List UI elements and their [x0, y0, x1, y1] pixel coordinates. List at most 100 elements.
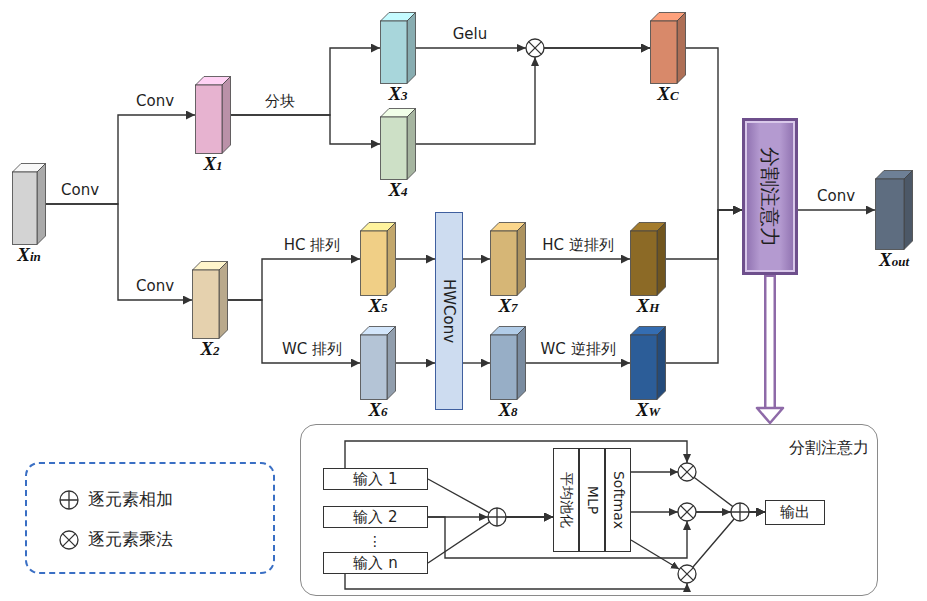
feature-map: X3	[380, 12, 416, 106]
weight-line	[631, 540, 679, 569]
feature-map-label: X4	[380, 180, 416, 202]
feature-map-slab	[490, 222, 526, 296]
connector	[416, 48, 650, 144]
box-label: 输出	[780, 504, 810, 521]
multiply-symbol	[678, 463, 696, 481]
connector	[228, 300, 360, 363]
connector	[231, 48, 380, 115]
slab-side	[219, 262, 228, 339]
slab-front	[631, 231, 658, 296]
connector-group	[666, 210, 742, 259]
feature-map: Xin	[12, 163, 46, 267]
feature-map: XC	[650, 12, 686, 106]
symbol-circle	[526, 39, 544, 57]
symbol-circle	[60, 491, 78, 509]
feature-map-label: X7	[490, 296, 526, 318]
connector-group	[463, 259, 490, 260]
connector	[798, 209, 875, 210]
connector	[666, 210, 742, 259]
slab-front	[381, 21, 408, 84]
arrow-head	[683, 454, 691, 463]
symbol-cross	[681, 506, 694, 519]
legend-frame	[25, 462, 275, 574]
conv-block: HWConv	[435, 212, 463, 410]
feature-map-label: Xout	[875, 250, 913, 272]
connector	[396, 258, 435, 259]
symbol-cross	[681, 466, 694, 479]
arrow-head	[669, 508, 678, 516]
slab-side	[657, 223, 666, 296]
connector	[396, 362, 435, 363]
legend-swatch	[58, 489, 80, 511]
feature-map-label: Xin	[12, 245, 46, 267]
slab-side	[387, 223, 396, 296]
input-box: 输入 1	[323, 468, 428, 490]
slab-side	[677, 13, 686, 84]
block-label: Softmax	[610, 471, 625, 529]
operation-label: Conv	[59, 181, 101, 199]
symbol-circle	[678, 503, 696, 521]
slab-side	[387, 327, 396, 400]
detail-panel: 分割注意力输入 1输入 2输入 n平均池化MLPSoftmax输出	[300, 424, 878, 596]
feature-map: X7	[490, 222, 526, 318]
add-symbol	[488, 508, 506, 526]
arrow-head	[722, 508, 731, 516]
legend-swatch	[58, 529, 80, 551]
multiply-symbol	[678, 565, 696, 583]
symbol-circle	[488, 508, 506, 526]
weight-line	[631, 471, 678, 472]
symbol-circle	[731, 503, 749, 521]
connector	[526, 258, 630, 259]
feature-map-slab	[12, 163, 46, 245]
connector	[46, 204, 192, 300]
arrow-head	[531, 57, 539, 66]
connector-group	[463, 363, 490, 364]
legend-item: 逐元素乘法	[58, 528, 173, 551]
feature-map: X8	[490, 326, 526, 422]
connector-group	[666, 210, 742, 363]
operation-label: HC 排列	[282, 236, 343, 254]
block-label: HWConv	[441, 279, 458, 343]
feature-map-slab	[650, 12, 686, 84]
operation-label: HC 逆排列	[540, 236, 616, 254]
connector	[686, 48, 742, 210]
connector-group	[231, 115, 380, 144]
feature-map-slab	[630, 222, 666, 296]
slab-side	[657, 327, 666, 400]
symbol-cross	[63, 533, 76, 546]
input-box: 输入 2	[323, 506, 428, 528]
connector-group	[231, 48, 380, 115]
slab-front	[491, 335, 518, 400]
multiply-symbol	[526, 39, 544, 57]
legend-text: 逐元素乘法	[88, 528, 173, 551]
operation-label: ⋮	[366, 532, 384, 550]
softmax-block: Softmax	[605, 448, 631, 552]
slab-front	[381, 117, 408, 180]
arrow-head	[517, 44, 526, 52]
symbol-plus	[731, 503, 749, 521]
hollow-arrow-head	[757, 408, 783, 423]
slab-side	[37, 164, 46, 245]
feature-map: X5	[360, 222, 396, 318]
feature-map-slab	[195, 76, 231, 154]
attention-block: 分割注意力	[742, 118, 798, 275]
slab-front	[361, 335, 388, 400]
slab-front	[196, 85, 223, 154]
connector-group	[228, 300, 360, 363]
connector-group	[396, 259, 435, 260]
connector-group	[757, 275, 783, 423]
feature-map: Xout	[875, 170, 913, 272]
slab-front	[361, 231, 388, 296]
feature-map-slab	[380, 108, 416, 180]
slab-front	[876, 179, 905, 250]
feature-map: X2	[192, 261, 228, 361]
slab-side	[407, 109, 416, 180]
feature-map-label: X6	[360, 400, 396, 422]
symbol-circle	[678, 463, 696, 481]
feature-map-slab	[875, 170, 913, 250]
feature-map-label: X1	[195, 154, 231, 176]
connector	[46, 115, 195, 204]
block-label: 平均池化	[558, 472, 573, 528]
symbol-plus	[60, 491, 78, 509]
